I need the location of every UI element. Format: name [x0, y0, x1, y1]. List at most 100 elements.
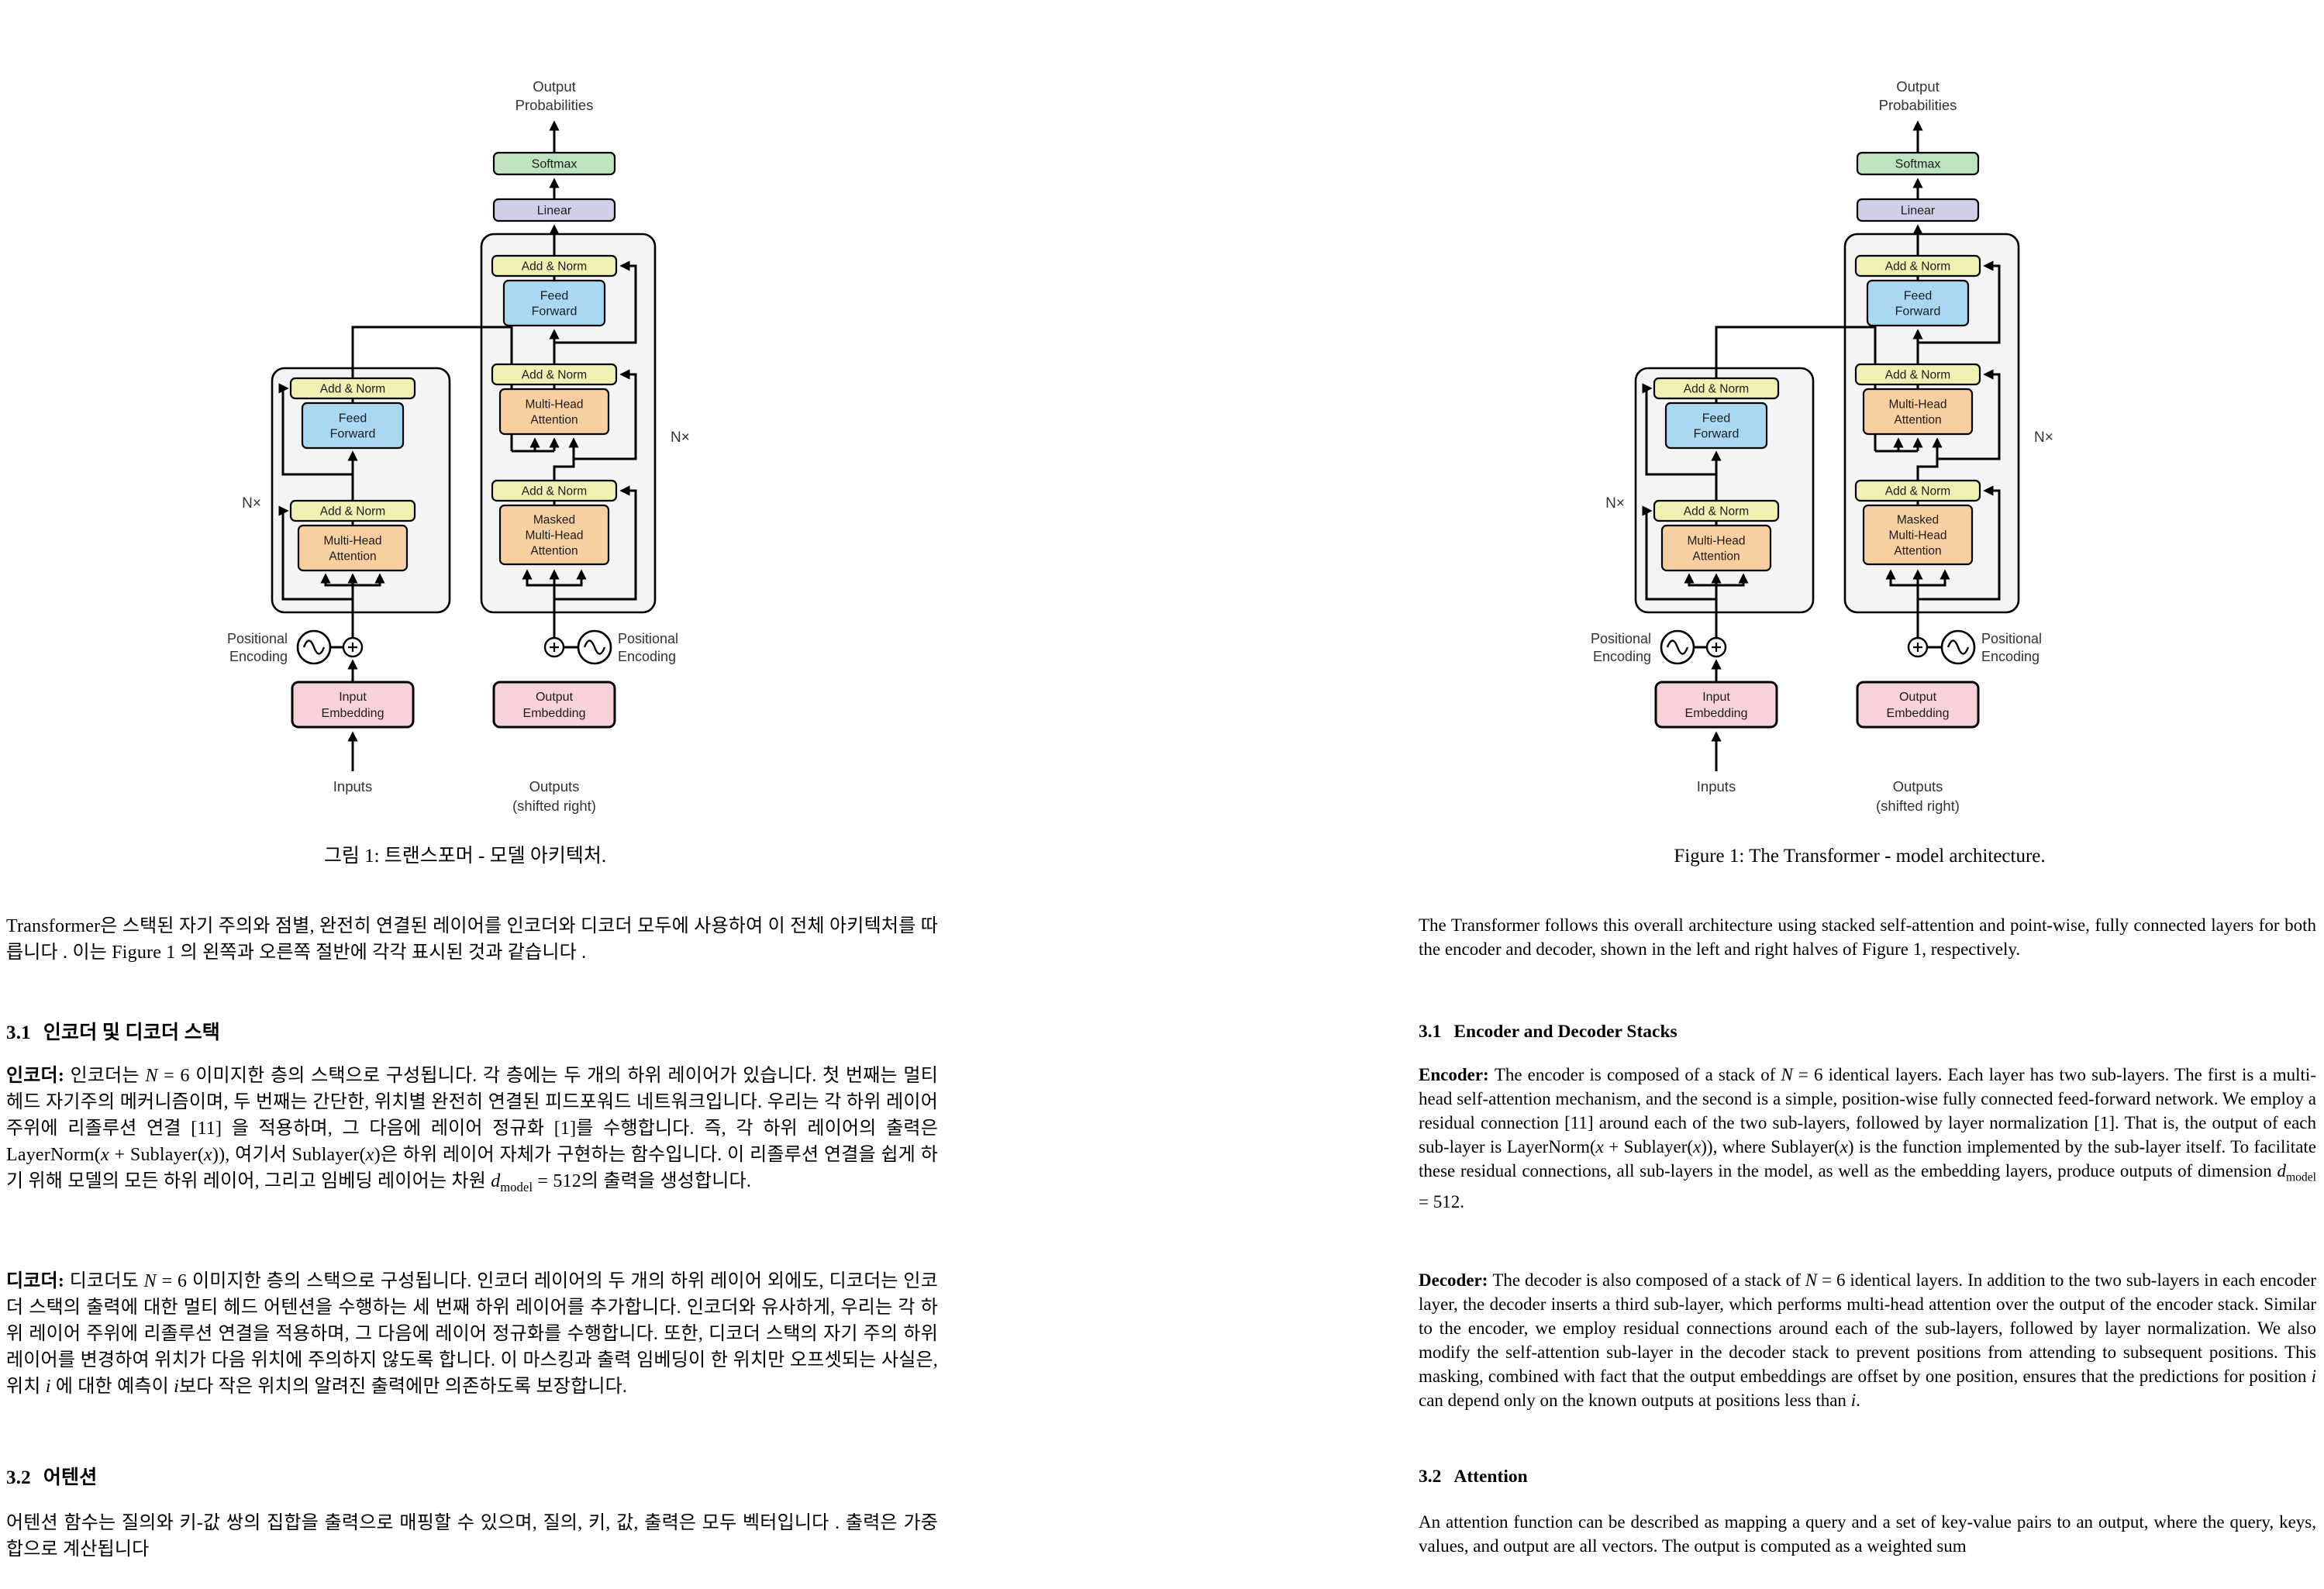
text-run: i — [174, 1377, 179, 1397]
text-run: Encoder: — [1419, 1065, 1495, 1084]
text-run: i — [2311, 1367, 2316, 1386]
decoder-add-norm-3-label: Add & Norm — [1885, 260, 1950, 273]
outputs-label: Outputs(shifted right) — [1876, 778, 1960, 814]
figure-caption: Figure 1: The Transformer - model archit… — [1674, 846, 2046, 867]
softmax-box: Softmax — [1856, 151, 1980, 176]
text-run: N — [143, 1271, 157, 1291]
encoder-add-norm-2: Add & Norm — [1653, 377, 1780, 400]
section-number: 3.2 — [6, 1467, 31, 1488]
text-run: N — [1781, 1065, 1793, 1084]
decoder-add-norm-1-label: Add & Norm — [1885, 484, 1950, 498]
text-run: d — [491, 1171, 501, 1191]
text-run: x — [1840, 1137, 1848, 1156]
paragraph-decoder: Decoder: The decoder is also composed of… — [1419, 1268, 2316, 1412]
positional-encoding-symbol-right — [1940, 629, 1976, 665]
text-run: 인코더: — [6, 1066, 71, 1086]
positional-encoding-symbol-left — [296, 629, 332, 665]
decoder-add-norm-1: Add & Norm — [1854, 479, 1981, 502]
positional-encoding-symbol-right — [577, 629, 612, 665]
text-run: = 6 이미지한 층의 스택으로 구성됩니다. 각 층에는 두 개의 하위 레이… — [6, 1066, 938, 1165]
text-run: i — [1850, 1391, 1857, 1410]
outputs-label: Outputs(shifted right) — [512, 778, 596, 814]
section-title: 어텐션 — [43, 1467, 98, 1488]
encoder-add-norm-2-label: Add & Norm — [1684, 382, 1749, 395]
n-times-label-encoder: N× — [1605, 495, 1625, 512]
positional-encoding-symbol-left — [1660, 629, 1695, 665]
paragraph-decoder: 디코더: 디코더도 N = 6 이미지한 층의 스택으로 구성됩니다. 인코더 … — [6, 1268, 938, 1400]
paragraph-intro: The Transformer follows this overall arc… — [1419, 913, 2316, 961]
section-title: Attention — [1453, 1467, 1528, 1487]
text-run: x — [365, 1145, 374, 1165]
text-run: model — [500, 1180, 533, 1195]
encoder-add-norm-1-label: Add & Norm — [320, 505, 385, 518]
decoder-add-norm-2: Add & Norm — [491, 363, 618, 386]
n-times-label-decoder: N× — [671, 429, 690, 446]
encoder-add-norm-1-label: Add & Norm — [1684, 505, 1749, 518]
decoder-add-norm-3-label: Add & Norm — [522, 260, 587, 273]
linear-box: Linear — [492, 198, 616, 222]
inputs-label: Inputs — [333, 778, 372, 794]
text-run: x — [1595, 1137, 1604, 1156]
linear-box-label: Linear — [1901, 205, 1936, 218]
add-symbol-left — [1705, 636, 1727, 658]
text-run: 디코더도 — [69, 1271, 144, 1291]
decoder-add-norm-1-label: Add & Norm — [522, 484, 587, 498]
text-run: model — [2285, 1170, 2316, 1184]
add-symbol-left — [342, 636, 364, 658]
paragraph-attention: 어텐션 함수는 질의와 키-값 쌍의 집합을 출력으로 매핑할 수 있으며, 질… — [6, 1510, 938, 1563]
linear-box: Linear — [1856, 198, 1980, 222]
connection-arrows — [278, 120, 637, 771]
text-run: = 512. — [1419, 1191, 1464, 1212]
figure-caption: 그림 1: 트랜스포머 - 모델 아키텍처. — [323, 846, 607, 867]
inputs-label: Inputs — [1697, 778, 1736, 794]
text-run: = 6 identical layers. Each layer has two… — [1419, 1065, 2316, 1156]
text-run: 에 대한 예측이 — [50, 1377, 174, 1397]
section-title: 인코더 및 디코더 스택 — [43, 1022, 221, 1043]
text-run: N — [145, 1066, 158, 1086]
encoder-add-norm-2: Add & Norm — [289, 377, 416, 400]
section-title: Encoder and Decoder Stacks — [1453, 1022, 1677, 1042]
section-number: 3.1 — [6, 1022, 31, 1043]
text-run: + Sublayer( — [1603, 1137, 1694, 1156]
text-run: ) is the function implemented by the sub… — [1419, 1137, 2316, 1181]
text-run: = 6 이미지한 층의 스택으로 구성됩니다. 인코더 레이어의 두 개의 하위… — [6, 1271, 938, 1397]
softmax-box-label: Softmax — [532, 158, 578, 171]
text-run: x — [1693, 1137, 1702, 1156]
section-3-1-heading: 3.1 인코더 및 디코더 스택 — [6, 1020, 938, 1046]
encoder-add-norm-1: Add & Norm — [289, 499, 416, 522]
text-run: Decoder: — [1419, 1270, 1493, 1290]
text-run: The Transformer follows this overall arc… — [1419, 915, 2316, 959]
connection-arrows — [1642, 120, 2001, 771]
paragraph-intro: Transformer은 스택된 자기 주의와 점별, 완전히 연결된 레이어를… — [6, 913, 938, 966]
text-run: = 6 identical layers. In addition to the… — [1419, 1270, 2316, 1386]
decoder-add-norm-3: Add & Norm — [1854, 254, 1981, 277]
text-run: d — [2277, 1161, 2286, 1181]
decoder-add-norm-2-label: Add & Norm — [522, 368, 587, 381]
